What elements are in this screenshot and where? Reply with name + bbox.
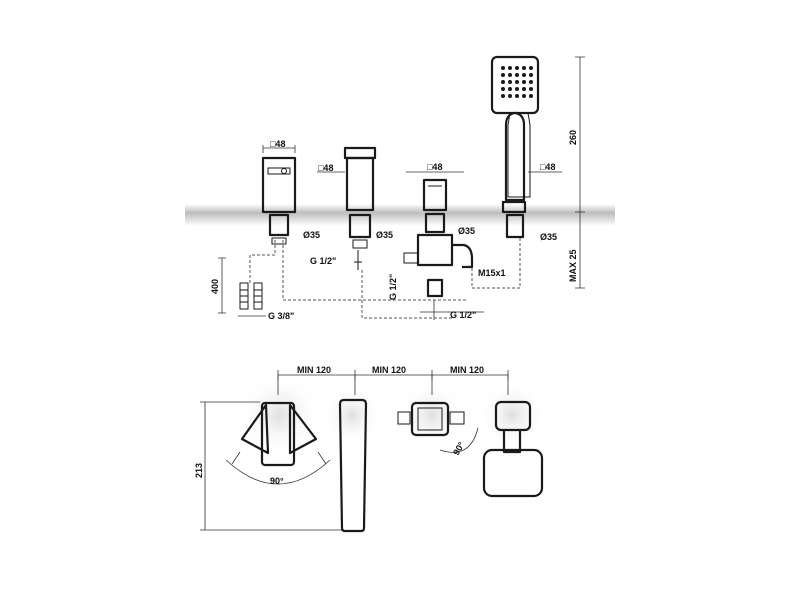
dim-label-g-half-a: G 1/2" — [310, 256, 336, 266]
dim-label-min120-c: MIN 120 — [450, 365, 484, 375]
flex-hose-ends — [239, 282, 263, 310]
dim-label-m15: M15x1 — [478, 268, 506, 278]
dim-label-min120-a: MIN 120 — [297, 365, 331, 375]
handshower — [490, 55, 540, 239]
spout-body — [343, 146, 377, 249]
dim-label-35-c: Ø35 — [458, 226, 475, 236]
dim-label-48-d: □48 — [540, 162, 555, 172]
diverter-body — [403, 178, 474, 298]
dim-label-48-b: □48 — [318, 163, 333, 173]
dim-label-min120-b: MIN 120 — [372, 365, 406, 375]
dim-label-g-three-eighths: G 3/8" — [268, 311, 294, 321]
dim-label-48-c: □48 — [427, 162, 442, 172]
mixer-lever-body — [261, 156, 297, 245]
dim-label-48-a: □48 — [270, 139, 285, 149]
dim-label-35-d: Ø35 — [540, 232, 557, 242]
mixer-lever-plan — [225, 401, 331, 485]
dim-label-260: 260 — [568, 130, 578, 145]
dim-label-35-a: Ø35 — [303, 230, 320, 240]
dim-label-213: 213 — [194, 463, 204, 478]
dim-label-g-half-c: G 1/2" — [450, 310, 476, 320]
dim-label-g-half-b: G 1/2" — [388, 274, 398, 300]
spout-plan — [338, 398, 368, 533]
elevation-view: □48 400 G 3/8" □48 Ø35 Ø35 G 1/2" — [210, 55, 585, 321]
deck-surface-band — [185, 204, 615, 226]
dim-label-35-b: Ø35 — [376, 230, 393, 240]
dim-label-max25: MAX 25 — [568, 249, 578, 282]
diverter-plan — [397, 401, 479, 453]
angle-label-90-b: 90° — [451, 440, 467, 457]
plan-view: MIN 120 MIN 120 MIN 120 213 90° 90° — [194, 365, 546, 533]
angle-label-90-a: 90° — [270, 476, 284, 486]
handshower-nozzle-grid — [501, 66, 533, 98]
dim-label-400: 400 — [210, 279, 220, 294]
handshower-plan — [482, 400, 544, 498]
